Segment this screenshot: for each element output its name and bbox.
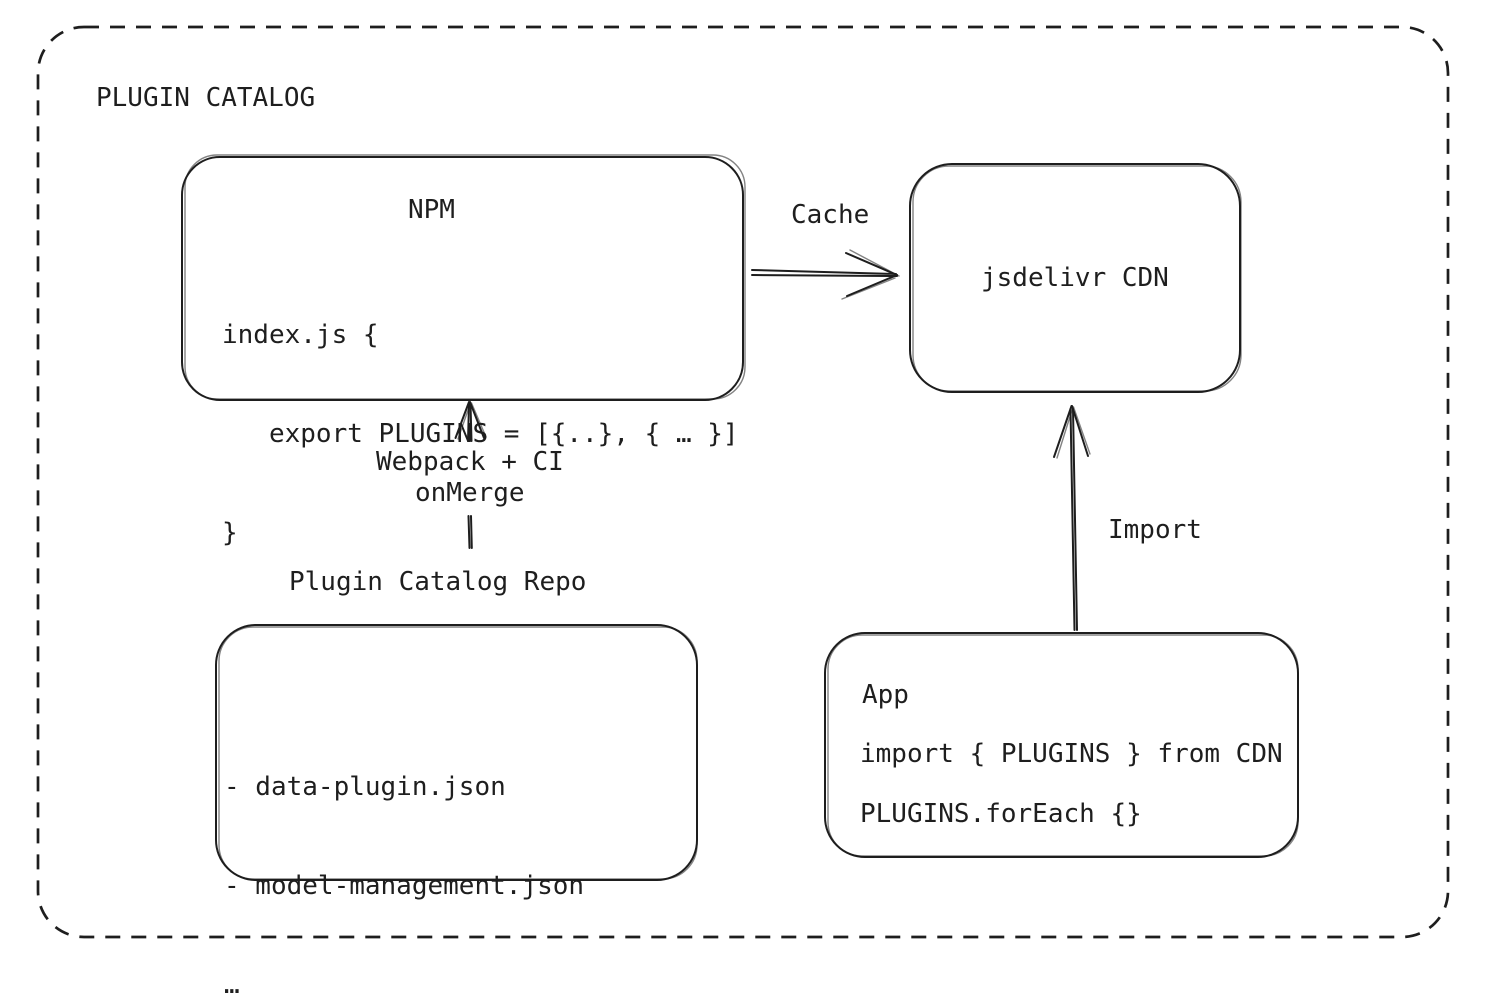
build-arrow-label-line2: onMerge <box>415 478 525 508</box>
build-arrow <box>454 401 487 549</box>
repo-file-item: … <box>224 970 240 1000</box>
npm-code-line: } <box>222 518 238 548</box>
app-code-line: PLUGINS.forEach {} <box>860 799 1142 829</box>
npm-node-title: NPM <box>408 195 455 225</box>
npm-box-shape <box>181 154 746 401</box>
repo-file-item: - data-plugin.json <box>224 772 506 802</box>
cache-arrow <box>751 249 900 300</box>
app-box-shape <box>824 632 1299 858</box>
app-code-line: import { PLUGINS } from CDN <box>860 739 1283 769</box>
repo-file-list: - data-plugin.json - model-management.js… <box>224 705 584 1002</box>
cdn-node-label: jsdelivr CDN <box>981 263 1169 293</box>
cdn-box-shape <box>909 163 1242 393</box>
repo-file-item: - model-management.json <box>224 871 585 901</box>
repo-node-title: Plugin Catalog Repo <box>289 567 587 597</box>
app-node-title: App <box>862 680 909 710</box>
npm-code-line: index.js { <box>222 320 379 350</box>
build-arrow-label-line1: Webpack + CI <box>376 447 564 477</box>
diagram-title: PLUGIN CATALOG <box>96 83 316 113</box>
npm-code-line: export PLUGINS = [{..}, { … }] <box>222 419 739 449</box>
import-arrow <box>1053 405 1091 631</box>
repo-box-shape <box>215 624 698 881</box>
cache-arrow-label: Cache <box>791 200 870 230</box>
npm-code-block: index.js { export PLUGINS = [{..}, { … }… <box>222 253 739 616</box>
plugin-catalog-frame <box>36 25 1450 939</box>
import-arrow-label: Import <box>1108 515 1202 545</box>
